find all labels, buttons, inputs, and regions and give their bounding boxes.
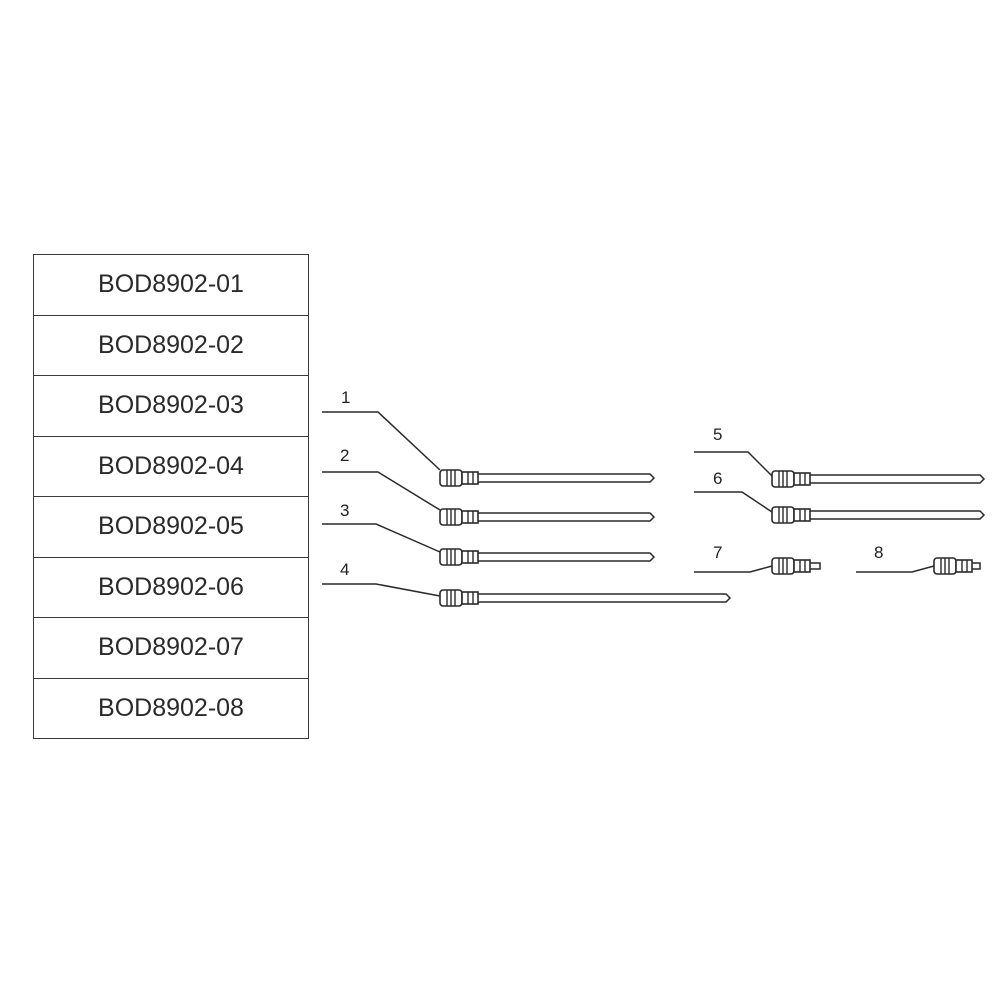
needle-2: 2 (322, 446, 656, 526)
callout-4: 4 (340, 560, 349, 579)
callout-7: 7 (713, 543, 722, 562)
needle-7: 7 (694, 543, 821, 575)
needle-5: 5 (694, 425, 986, 488)
parts-table: BOD8902-01 BOD8902-02 BOD8902-03 BOD8902… (33, 254, 309, 739)
table-row: BOD8902-01 (33, 254, 309, 316)
table-row: BOD8902-02 (33, 314, 309, 376)
callout-6: 6 (713, 469, 722, 488)
part-number-cell: BOD8902-02 (33, 314, 309, 376)
part-number-cell: BOD8902-06 (33, 556, 309, 618)
table-row: BOD8902-08 (33, 677, 309, 739)
callout-5: 5 (713, 425, 722, 444)
part-number-cell: BOD8902-01 (33, 254, 309, 316)
needle-6: 6 (694, 469, 986, 524)
table-row: BOD8902-06 (33, 556, 309, 618)
needle-1: 1 (322, 388, 656, 487)
needle-3: 3 (322, 501, 656, 566)
callout-1: 1 (341, 388, 350, 407)
callout-2: 2 (340, 446, 349, 465)
callout-3: 3 (340, 501, 349, 520)
callout-8: 8 (874, 543, 883, 562)
part-number-cell: BOD8902-03 (33, 375, 309, 437)
needle-8: 8 (856, 543, 981, 575)
table-row: BOD8902-03 (33, 375, 309, 437)
needle-4: 4 (322, 560, 732, 607)
part-number-cell: BOD8902-08 (33, 677, 309, 739)
